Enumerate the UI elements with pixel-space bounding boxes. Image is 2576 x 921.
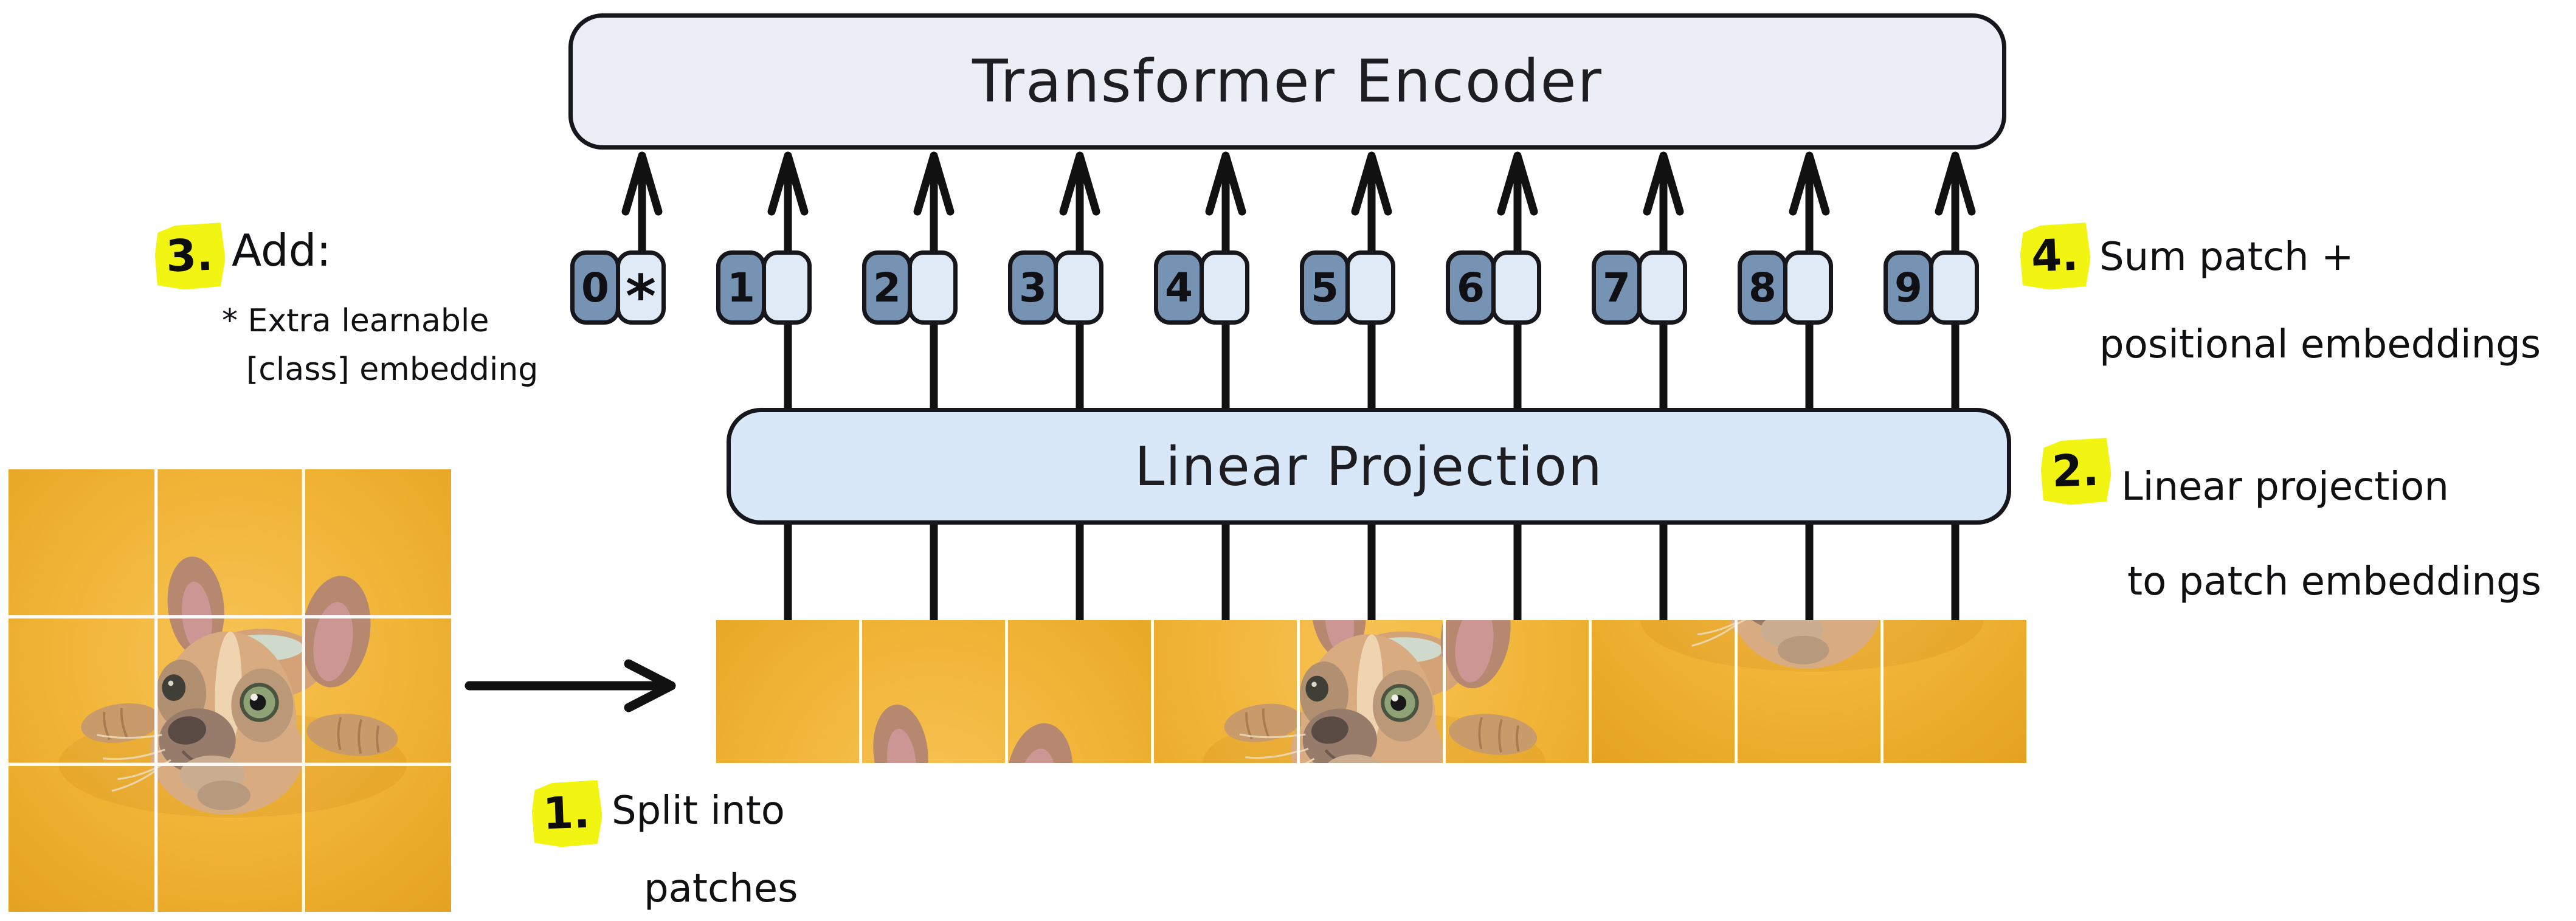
patch-tile-7 [1592, 620, 1735, 763]
note-step3: 3. Add: * Extra learnable [class] embedd… [155, 224, 581, 424]
patch-tile-6 [1446, 620, 1589, 763]
patch-tile-9 [1884, 620, 2026, 763]
class-embedding-token: * [616, 250, 666, 331]
position-token: 1 [716, 250, 766, 325]
patch-embedding-token [1929, 250, 1979, 325]
step1-line2: patches [644, 866, 798, 911]
step1-highlight-number: 1. [531, 780, 603, 848]
step3-line3: [class] embedding [246, 351, 539, 388]
source-image [8, 469, 452, 912]
position-token: 8 [1738, 250, 1787, 325]
dog-photo [8, 469, 452, 912]
linear-projection-box: Linear Projection [727, 408, 2011, 525]
step2-line1: Linear projection [2121, 464, 2449, 509]
token-pair-6: 6 [1446, 250, 1541, 325]
patch-tile-3 [1008, 620, 1151, 763]
patch-arrow-6 [1497, 151, 1538, 627]
position-token: 6 [1446, 250, 1496, 325]
token-pair-8: 8 [1738, 250, 1833, 325]
position-token: 3 [1008, 250, 1058, 325]
patch-embedding-token [1200, 250, 1249, 325]
step3-line2: * Extra learnable [222, 303, 489, 339]
token-pair-5: 5 [1300, 250, 1395, 325]
position-token: 2 [862, 250, 912, 325]
step1-line1: Split into [612, 788, 785, 833]
linear-projection-label: Linear Projection [1134, 435, 1603, 498]
patch-tile-1 [716, 620, 859, 763]
step4-line1: Sum patch + [2099, 235, 2354, 280]
patch-arrow-2 [913, 151, 955, 627]
patch-arrow-4 [1205, 151, 1246, 627]
patch-tile-4 [1154, 620, 1297, 763]
token-pair-7: 7 [1592, 250, 1687, 325]
token-pair-1: 1 [716, 250, 812, 325]
transformer-encoder-box: Transformer Encoder [568, 13, 2006, 150]
patch-embedding-token [1054, 250, 1103, 325]
patch-embedding-token [1345, 250, 1395, 325]
patch-embedding-token [1491, 250, 1541, 325]
note-step2: 2. Linear projection to patch embeddings [2041, 439, 2576, 646]
token-pair-2: 2 [862, 250, 958, 325]
note-step1: 1. Split into patches [532, 781, 897, 921]
position-token: 7 [1592, 250, 1642, 325]
step2-line2: to patch embeddings [2127, 559, 2541, 604]
patch-tile-2 [862, 620, 1005, 763]
note-step4: 4. Sum patch + positional embeddings [2020, 224, 2567, 424]
patch-arrow-1 [767, 151, 809, 627]
patch-arrow-9 [1935, 151, 1976, 627]
token-pair-9: 9 [1884, 250, 1979, 325]
split-arrow [464, 659, 676, 712]
transformer-encoder-label: Transformer Encoder [972, 47, 1603, 116]
patch-arrow-7 [1643, 151, 1684, 627]
patch-embedding-token [1783, 250, 1833, 325]
token-pair-4: 4 [1154, 250, 1249, 325]
token-pair-0: 0 * [570, 250, 666, 331]
token-pair-3: 3 [1008, 250, 1103, 325]
patch-arrow-5 [1351, 151, 1392, 627]
patch-embedding-token [908, 250, 958, 325]
patch-tile-8 [1738, 620, 1880, 763]
patch-arrow-3 [1059, 151, 1100, 627]
position-token: 9 [1884, 250, 1933, 325]
step4-line2: positional embeddings [2099, 322, 2541, 367]
step3-highlight-number: 3. [154, 222, 226, 291]
patch-tile-5 [1300, 620, 1443, 763]
step2-highlight-number: 2. [2040, 438, 2112, 506]
patch-arrow-8 [1789, 151, 1830, 627]
step4-highlight-number: 4. [2019, 222, 2091, 291]
patch-strip [716, 620, 2026, 763]
patch-grid-lines [9, 469, 451, 912]
position-token: 5 [1300, 250, 1350, 325]
patch-embedding-token [1637, 250, 1687, 325]
patch-embedding-token [762, 250, 812, 325]
step3-line1: Add: [232, 225, 331, 276]
position-token: 4 [1154, 250, 1204, 325]
